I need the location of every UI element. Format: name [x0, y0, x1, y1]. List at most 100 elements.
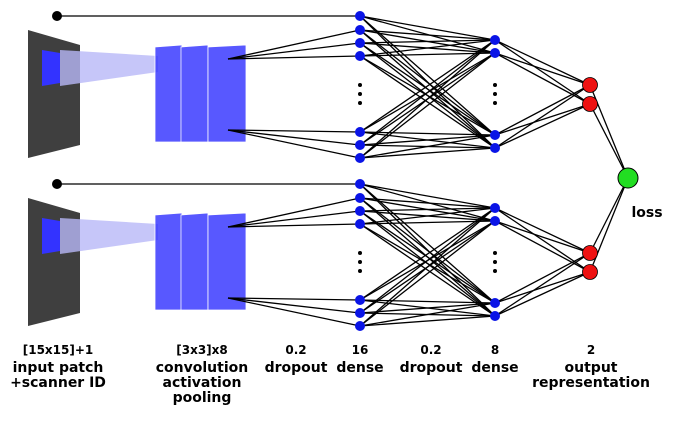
branch2-edge — [359, 197, 496, 304]
branch1-edge — [359, 42, 496, 136]
branch1-dense1-neuron — [355, 25, 365, 35]
branch1-dense1-neuron — [355, 11, 365, 21]
branch1-edge — [227, 129, 361, 146]
branch2-edge — [359, 302, 496, 314]
branch2-edge — [227, 297, 361, 327]
branch1-scanner-id-node — [52, 11, 62, 21]
input-param-label: [15x15]+1 — [22, 343, 94, 357]
dense1-param-label: 16 — [351, 343, 369, 357]
branch1-loss-edge — [589, 103, 629, 179]
branch1-edge — [359, 15, 496, 41]
branch2-edge — [359, 223, 496, 317]
branch1-output-neuron — [582, 77, 598, 93]
branch1-dense2-neuron — [490, 35, 500, 45]
branch1-edge — [359, 39, 496, 44]
branch2-edge — [227, 197, 361, 228]
branch2-edge — [227, 297, 361, 314]
dense2-param-label: 8 — [490, 343, 500, 357]
branch2-dense2-ellipsis-dot — [493, 269, 497, 273]
branch1-dense1-neuron — [355, 38, 365, 48]
dense2-name-label: dense — [471, 360, 519, 376]
input-name-label-1: input patch — [12, 360, 104, 376]
branch2-dense1-neuron — [355, 206, 365, 216]
branch2-edge — [227, 223, 361, 228]
branch2-dense1-ellipsis-dot — [358, 260, 362, 264]
branch1-edge — [494, 39, 591, 86]
branch2-receptive-beam — [60, 218, 158, 254]
branch2-edge — [494, 252, 591, 317]
loss-node — [617, 167, 639, 189]
branch1-dense1-neuron — [355, 140, 365, 150]
branch1-receptive-beam — [60, 50, 158, 86]
branch1-input-patch — [28, 30, 80, 158]
branch2-edge — [494, 271, 591, 317]
output-name-label-1: output — [564, 360, 618, 376]
branch1-edge — [359, 52, 496, 159]
branch2-receptive-field — [42, 218, 60, 254]
dense1-name-label: dense — [336, 360, 384, 376]
branch1-feature-map-1 — [154, 44, 183, 143]
branch1-dense2-neuron — [490, 143, 500, 153]
branch1-dense1-ellipsis-dot — [358, 92, 362, 96]
branch2-edge — [494, 220, 591, 254]
branch2-edge — [359, 210, 496, 304]
dropout2-name-label: dropout — [399, 360, 463, 376]
output-param-label: 2 — [586, 343, 596, 357]
branch1-edge — [227, 42, 361, 60]
branch2-edge — [494, 271, 591, 304]
branch1-dense1-neuron — [355, 127, 365, 137]
branch1-edge — [359, 39, 496, 57]
branch2-dense1-ellipsis-dot — [358, 269, 362, 273]
branch2-dense1-neuron — [355, 193, 365, 203]
branch1-edge — [227, 55, 361, 60]
branch2-edge — [359, 223, 496, 304]
branch1-edge — [359, 134, 496, 146]
branch1-edge — [494, 52, 591, 86]
branch1-edge — [359, 55, 496, 149]
branch1-edge — [359, 131, 496, 136]
branch1-edge — [359, 55, 496, 136]
branch2-edge — [359, 207, 496, 327]
branch2-edge — [359, 207, 496, 212]
branch2-edge — [359, 183, 496, 209]
branch1-feature-map-3 — [207, 44, 247, 143]
branch2-edge — [359, 207, 496, 301]
branch1-dense2-ellipsis-dot — [493, 83, 497, 87]
branch1-edge — [494, 103, 591, 149]
branch1-dense1-ellipsis-dot — [358, 83, 362, 87]
branch2-dense2-ellipsis-dot — [493, 260, 497, 264]
branch1-edge — [359, 52, 496, 57]
branch2-edge — [359, 302, 496, 327]
branch1-edge — [359, 39, 496, 146]
branch2-dense2-neuron — [490, 298, 500, 308]
branch2-edge — [359, 220, 496, 327]
conv-name-label-3: pooling — [172, 390, 232, 406]
branch1-dense2-neuron — [490, 130, 500, 140]
branch1-feature-map-2 — [180, 44, 209, 143]
branch2-edge — [494, 207, 591, 254]
input-name-label-2: +scanner ID — [10, 375, 106, 391]
branch2-feature-map-3 — [207, 212, 247, 311]
branch1-edge — [359, 29, 496, 136]
branch1-output-neuron — [582, 96, 598, 112]
branch2-edge — [227, 297, 361, 301]
branch2-edge — [359, 299, 496, 304]
branch2-feature-map-1 — [154, 212, 183, 311]
branch2-dense2-neuron — [490, 203, 500, 213]
branch1-dense2-ellipsis-dot — [493, 92, 497, 96]
branch2-dense2-neuron — [490, 216, 500, 226]
branch1-edge — [359, 39, 496, 133]
branch2-dense2-neuron — [490, 311, 500, 321]
branch2-edge — [359, 220, 496, 225]
branch1-dense2-ellipsis-dot — [493, 101, 497, 105]
branch1-dense1-neuron — [355, 51, 365, 61]
branch1-edge — [494, 84, 591, 136]
branch1-edge — [359, 134, 496, 159]
branch1-edge — [359, 147, 496, 159]
conv-name-label-1: convolution — [155, 360, 249, 376]
branch1-receptive-field — [42, 50, 60, 86]
branch2-edge — [227, 210, 361, 228]
branch2-dense1-ellipsis-dot — [358, 251, 362, 255]
branch2-edge — [359, 315, 496, 327]
branch1-edge — [227, 129, 361, 159]
